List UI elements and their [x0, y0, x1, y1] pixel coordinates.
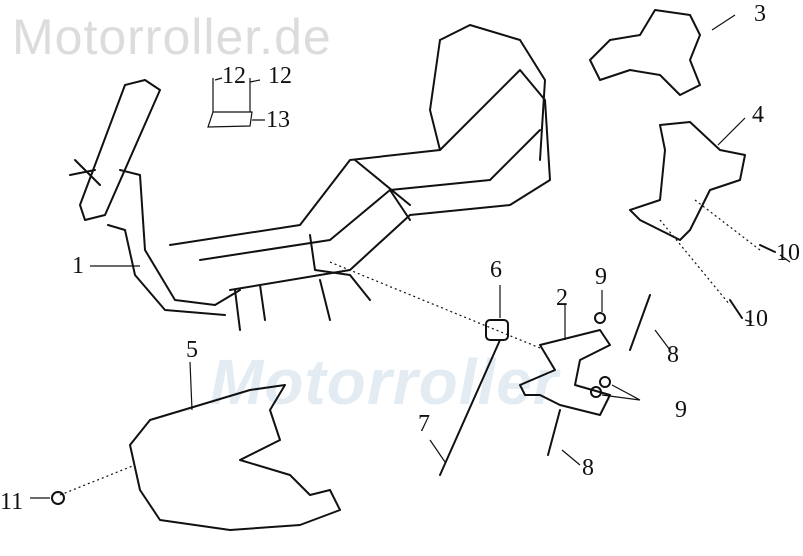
frame-part: [69, 24, 551, 331]
label-screw-cover: 11: [0, 489, 24, 515]
label-bolt-lower: 8: [582, 455, 594, 481]
label-center-stand: 2: [556, 285, 568, 311]
label-bolt-upper: 8: [667, 342, 679, 368]
label-bracket-rear: 4: [752, 102, 764, 128]
label-screw-right: 10: [776, 240, 800, 266]
label-under-cover: 5: [186, 337, 198, 363]
watermark-logo: Motorroller: [210, 346, 559, 418]
label-nut-upper: 9: [595, 264, 607, 290]
label-nut-lower: 9: [675, 397, 687, 423]
label-bracket-top: 3: [754, 1, 766, 27]
label-frame: 1: [72, 253, 84, 279]
label-clip-right: 12: [268, 63, 292, 89]
label-long-bolt: 7: [418, 411, 430, 437]
label-screw-lower: 10: [744, 306, 768, 332]
label-plate: 13: [266, 107, 290, 133]
label-clip-left: 12: [222, 63, 246, 89]
watermark-text: Motorroller.de: [12, 9, 332, 65]
label-bushing: 6: [490, 257, 502, 283]
